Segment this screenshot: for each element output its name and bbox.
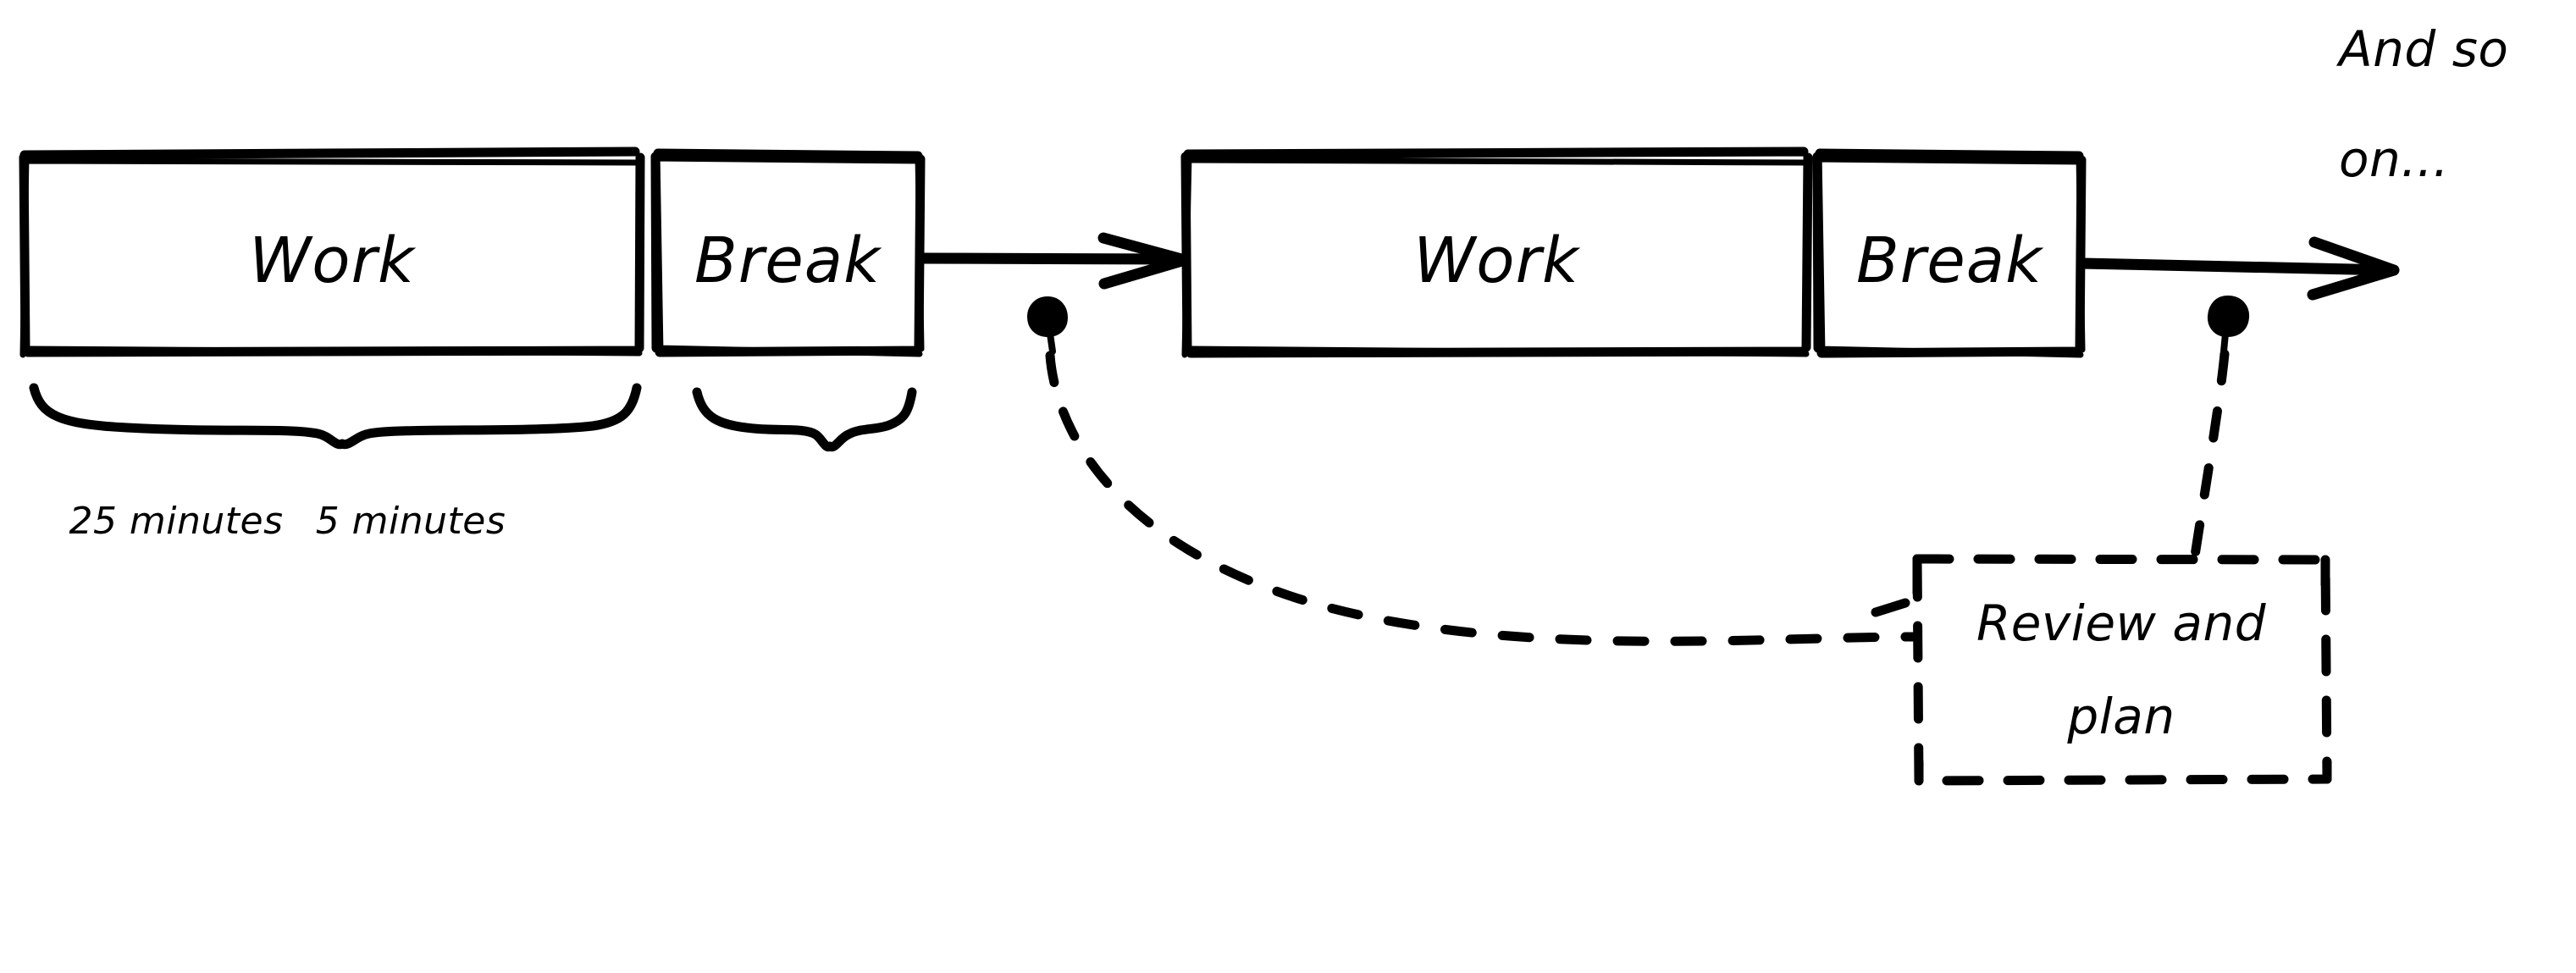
connector-left-to-review <box>1045 351 1921 646</box>
block-review-plan-outline <box>1912 554 2332 786</box>
brace-25-minutes: 25 minutes <box>29 383 642 543</box>
brace-5-minutes-label: 5 minutes <box>316 500 506 543</box>
arrow-break1-to-work2 <box>915 232 1191 290</box>
brace-5-minutes: 5 minutes <box>316 387 917 543</box>
dot-left-tail <box>1047 330 1056 355</box>
brace-5-minutes-shape <box>692 387 917 452</box>
arrow-break1-head <box>1097 232 1191 290</box>
connector-right-to-review <box>2190 349 2230 561</box>
dot-left[interactable] <box>1026 296 1069 355</box>
block-work-2-outline-second-pass <box>1181 152 1812 358</box>
dot-right[interactable] <box>2207 295 2250 355</box>
block-break-2[interactable]: Break <box>1812 148 2087 358</box>
block-break-1-label: Break <box>694 224 882 297</box>
annotation-and-so-on: And so on... <box>2336 20 2508 188</box>
block-work-1-outline-second-pass <box>19 152 644 358</box>
brace-25-minutes-label: 25 minutes <box>69 500 283 543</box>
arrow-break2-onward <box>2076 236 2400 301</box>
block-work-2-label: Work <box>1413 224 1581 297</box>
annotation-and-so-on-line1: And so <box>2336 20 2508 78</box>
arrow-break2-shaft <box>2076 257 2398 276</box>
dot-right-blob <box>2207 295 2250 338</box>
block-review-plan-label-line1: Review and <box>1976 594 2267 652</box>
block-review-plan[interactable]: Review and plan <box>1871 554 2332 786</box>
block-review-plan-corner-ticks <box>1871 554 2332 786</box>
dot-right-tail <box>2220 330 2229 355</box>
block-break-1-outline-second-pass <box>651 150 925 357</box>
block-break-2-outline-second-pass <box>1813 150 2086 358</box>
arrow-break2-head <box>2307 236 2400 301</box>
block-break-2-label: Break <box>1856 224 2044 297</box>
arrow-break1-shaft <box>915 252 1189 265</box>
block-work-2[interactable]: Work <box>1180 147 1813 358</box>
block-work-1[interactable]: Work <box>19 147 645 358</box>
annotation-and-so-on-line2: on... <box>2339 130 2449 188</box>
block-break-1[interactable]: Break <box>650 148 926 357</box>
brace-25-minutes-shape <box>29 383 642 450</box>
block-review-plan-label-line2: plan <box>2066 688 2175 745</box>
dot-left-blob <box>1026 296 1069 338</box>
block-work-1-label: Work <box>249 224 417 297</box>
